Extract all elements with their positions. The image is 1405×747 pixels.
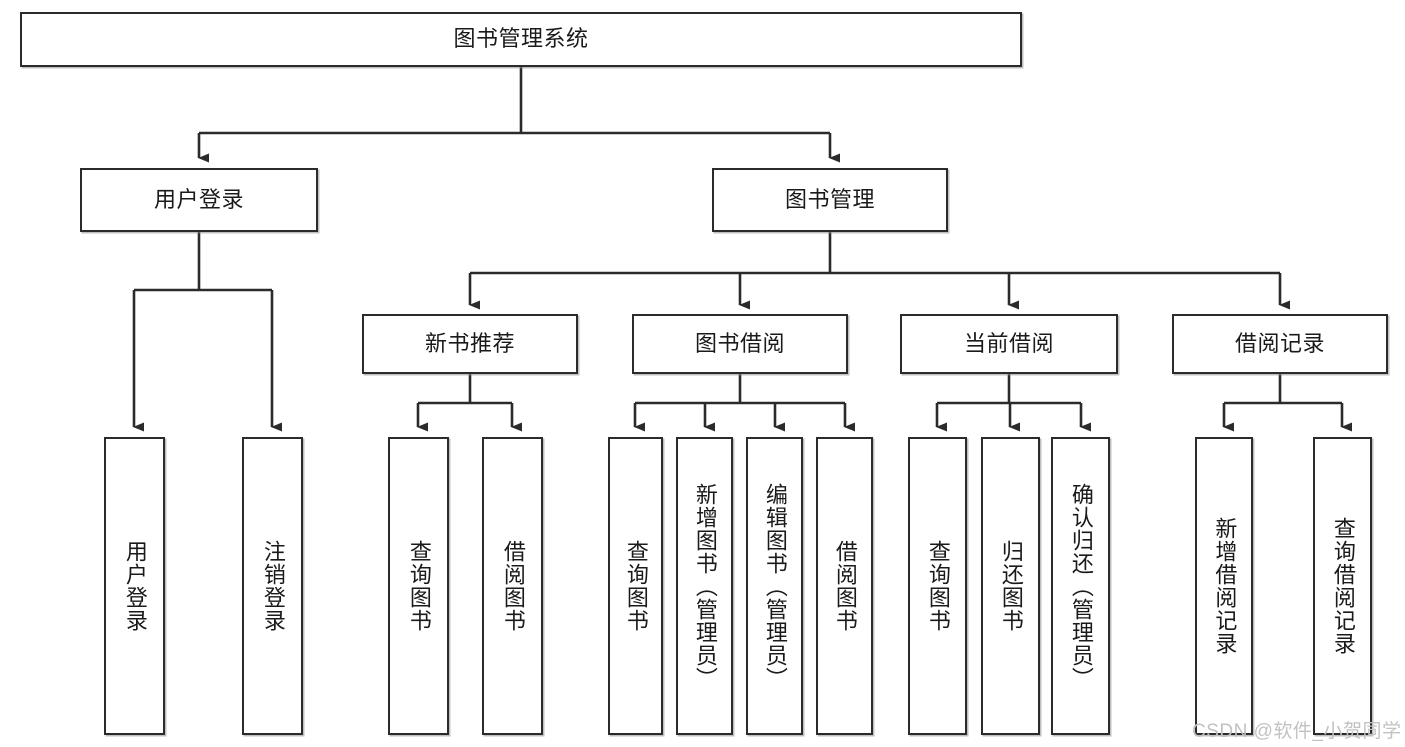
node-user-login-label: 用户登录	[153, 186, 244, 212]
leaf-user-login-label: 用户登录	[122, 540, 148, 632]
leaf-return-book-label: 归还图书	[998, 540, 1024, 632]
leaf-return-book[interactable]: 归还图书	[981, 437, 1040, 735]
node-book-borrow-label: 图书借阅	[694, 330, 785, 356]
leaf-add-book-admin-label: 新增图书（管理员）	[692, 482, 718, 690]
leaf-user-login[interactable]: 用户登录	[104, 437, 165, 735]
leaf-query-book-recommend-label: 查询图书	[406, 540, 432, 632]
leaf-add-borrow-record-label: 新增借阅记录	[1212, 517, 1238, 655]
node-borrow-record-label: 借阅记录	[1234, 330, 1325, 356]
leaf-add-book-admin[interactable]: 新增图书（管理员）	[676, 437, 733, 735]
leaf-borrow-book-recommend-label: 借阅图书	[500, 540, 526, 632]
leaf-borrow-book-label: 借阅图书	[832, 540, 858, 632]
leaf-borrow-book[interactable]: 借阅图书	[816, 437, 873, 735]
node-current-borrow-label: 当前借阅	[963, 330, 1054, 356]
node-new-book-recommend-label: 新书推荐	[424, 330, 515, 356]
node-book-management-label: 图书管理	[784, 186, 875, 212]
leaf-query-book-current[interactable]: 查询图书	[908, 437, 967, 735]
node-root[interactable]: 图书管理系统	[20, 12, 1022, 67]
leaf-confirm-return-admin-label: 确认归还（管理员）	[1068, 482, 1094, 690]
leaf-edit-book-admin[interactable]: 编辑图书（管理员）	[746, 437, 803, 735]
leaf-query-borrow-record[interactable]: 查询借阅记录	[1313, 437, 1372, 735]
node-current-borrow[interactable]: 当前借阅	[900, 314, 1118, 374]
leaf-logout-label: 注销登录	[260, 540, 286, 632]
node-user-login[interactable]: 用户登录	[80, 168, 318, 232]
node-borrow-record[interactable]: 借阅记录	[1172, 314, 1388, 374]
leaf-query-book-borrow[interactable]: 查询图书	[608, 437, 663, 735]
leaf-confirm-return-admin[interactable]: 确认归还（管理员）	[1051, 437, 1110, 735]
leaf-add-borrow-record[interactable]: 新增借阅记录	[1195, 437, 1253, 735]
leaf-query-borrow-record-label: 查询借阅记录	[1330, 517, 1356, 655]
leaf-query-book-current-label: 查询图书	[925, 540, 951, 632]
leaf-borrow-book-recommend[interactable]: 借阅图书	[482, 437, 543, 735]
leaf-query-book-borrow-label: 查询图书	[623, 540, 649, 632]
node-book-management[interactable]: 图书管理	[712, 168, 948, 232]
node-book-borrow[interactable]: 图书借阅	[632, 314, 848, 374]
leaf-query-book-recommend[interactable]: 查询图书	[388, 437, 449, 735]
node-new-book-recommend[interactable]: 新书推荐	[362, 314, 578, 374]
node-root-label: 图书管理系统	[453, 26, 589, 52]
leaf-logout[interactable]: 注销登录	[242, 437, 303, 735]
leaf-edit-book-admin-label: 编辑图书（管理员）	[762, 482, 788, 690]
